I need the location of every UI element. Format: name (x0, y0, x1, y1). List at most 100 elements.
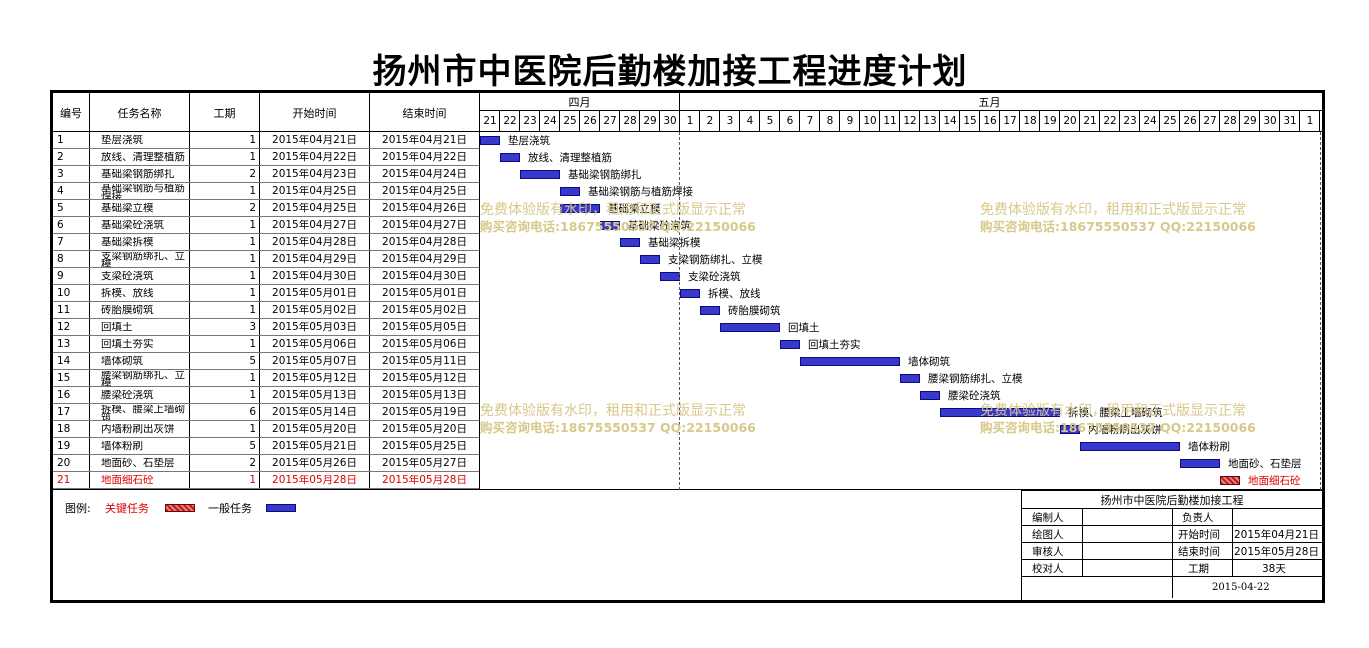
task-duration: 1 (249, 288, 256, 299)
task-end: 2015年04月25日 (382, 186, 467, 197)
task-start: 2015年05月20日 (272, 424, 357, 435)
task-name: 墙体粉刷 (101, 441, 143, 452)
task-id: 1 (57, 135, 64, 146)
task-id: 19 (57, 441, 71, 452)
task-id: 16 (57, 390, 71, 401)
task-end: 2015年05月28日 (382, 475, 467, 486)
task-name: 内墙粉刷出灰饼 (101, 424, 175, 435)
bar-label: 地面砂、石垫层 (1228, 458, 1302, 470)
day-cell: 26 (1183, 115, 1197, 127)
end-value: 2015年05月28日 (1234, 545, 1319, 558)
header-name: 任务名称 (117, 106, 162, 120)
task-end: 2015年04月24日 (382, 169, 467, 180)
day-cell: 28 (623, 115, 637, 127)
task-duration: 5 (249, 356, 256, 367)
task-name: 基础梁砼浇筑 (101, 220, 164, 231)
task-start: 2015年04月27日 (272, 220, 357, 231)
task-name: 地面细石砼 (101, 475, 154, 486)
task-name: 腰梁钢筋绑扎、立模 (101, 371, 185, 386)
bar-label: 墙体砌筑 (908, 356, 950, 368)
bar-label: 墙体粉刷 (1188, 441, 1230, 453)
task-duration: 2 (249, 169, 256, 180)
task-bar (620, 238, 640, 247)
day-cell: 29 (1243, 115, 1257, 127)
task-id: 21 (57, 475, 71, 486)
task-start: 2015年05月26日 (272, 458, 357, 469)
duration-value: 38天 (1262, 562, 1286, 575)
task-id: 5 (57, 203, 64, 214)
task-duration: 1 (249, 186, 256, 197)
bar-label: 回填土夯实 (808, 339, 861, 351)
task-start: 2015年05月12日 (272, 373, 357, 384)
day-cell: 17 (1003, 115, 1017, 127)
task-duration: 1 (249, 339, 256, 350)
bar-label: 砖胎膜砌筑 (728, 305, 781, 317)
task-bar (660, 272, 680, 281)
task-name: 基础梁钢筋与植筋焊接 (101, 184, 185, 199)
header-id: 编号 (60, 106, 82, 120)
bar-label: 腰梁砼浇筑 (948, 390, 1001, 402)
task-end: 2015年04月30日 (382, 271, 467, 282)
editor-label: 编制人 (1032, 511, 1064, 524)
task-end: 2015年04月26日 (382, 203, 467, 214)
day-cell: 18 (1023, 115, 1037, 127)
task-duration: 1 (249, 373, 256, 384)
task-start: 2015年04月25日 (272, 203, 357, 214)
watermark-line2: 购买咨询电话:18675550537 QQ:22150066 (480, 420, 756, 435)
task-bar (780, 340, 800, 349)
task-name: 支梁钢筋绑扎、立模 (101, 252, 185, 267)
day-cell: 29 (643, 115, 657, 127)
task-end: 2015年04月29日 (382, 254, 467, 265)
day-cell: 1 (686, 115, 694, 127)
bar-label: 腰梁钢筋绑扎、立模 (928, 373, 1023, 385)
end-label: 结束时间 (1178, 545, 1220, 558)
task-duration: 1 (249, 305, 256, 316)
bar-label: 基础梁钢筋绑扎 (568, 169, 642, 181)
task-start: 2015年04月30日 (272, 271, 357, 282)
info-title: 扬州市中医院后勤楼加接工程 (1100, 493, 1244, 507)
task-id: 9 (57, 271, 64, 282)
info-box: 扬州市中医院后勤楼加接工程 编制人 负责人 绘图人 开始时间 2015年04月2… (1021, 490, 1322, 600)
task-id: 14 (57, 356, 71, 367)
day-cell: 21 (1083, 115, 1097, 127)
header-start: 开始时间 (292, 106, 337, 120)
task-start: 2015年04月25日 (272, 186, 357, 197)
task-duration: 1 (249, 135, 256, 146)
task-end: 2015年04月27日 (382, 220, 467, 231)
task-bar (600, 221, 620, 230)
bar-label: 基础梁拆模 (648, 237, 701, 249)
day-cell: 7 (806, 115, 814, 127)
task-end: 2015年05月11日 (382, 356, 467, 367)
task-id: 6 (57, 220, 64, 231)
task-duration: 2 (249, 203, 256, 214)
bar-label: 回填土 (788, 322, 820, 334)
task-bar (500, 153, 520, 162)
duration-label: 工期 (1188, 562, 1209, 575)
day-cell: 12 (903, 115, 917, 127)
task-bar (720, 323, 780, 332)
task-id: 2 (57, 152, 64, 163)
task-name: 基础梁钢筋绑扎 (101, 169, 175, 180)
task-start: 2015年04月28日 (272, 237, 357, 248)
task-id: 18 (57, 424, 71, 435)
header-duration: 工期 (213, 106, 236, 120)
task-start: 2015年05月21日 (272, 441, 357, 452)
right-divider (1320, 132, 1321, 490)
bar-label: 放线、清理整植筋 (528, 152, 612, 164)
day-cell: 23 (523, 115, 537, 127)
task-start: 2015年05月03日 (272, 322, 357, 333)
watermark-line1: 免费体验版有水印，租用和正式版显示正常 (980, 403, 1246, 419)
day-cell: 11 (883, 115, 897, 127)
start-value: 2015年04月21日 (1234, 528, 1319, 541)
day-cell: 22 (1103, 115, 1117, 127)
task-start: 2015年05月01日 (272, 288, 357, 299)
watermark-line1: 免费体验版有水印，租用和正式版显示正常 (980, 202, 1246, 218)
day-cell: 3 (726, 115, 734, 127)
task-name: 回填土 (101, 322, 133, 333)
day-cell: 13 (923, 115, 937, 127)
day-cell: 15 (963, 115, 977, 127)
task-id: 7 (57, 237, 64, 248)
bar-label: 垫层浇筑 (508, 135, 550, 147)
task-bar (700, 306, 720, 315)
day-cell: 19 (1043, 115, 1057, 127)
